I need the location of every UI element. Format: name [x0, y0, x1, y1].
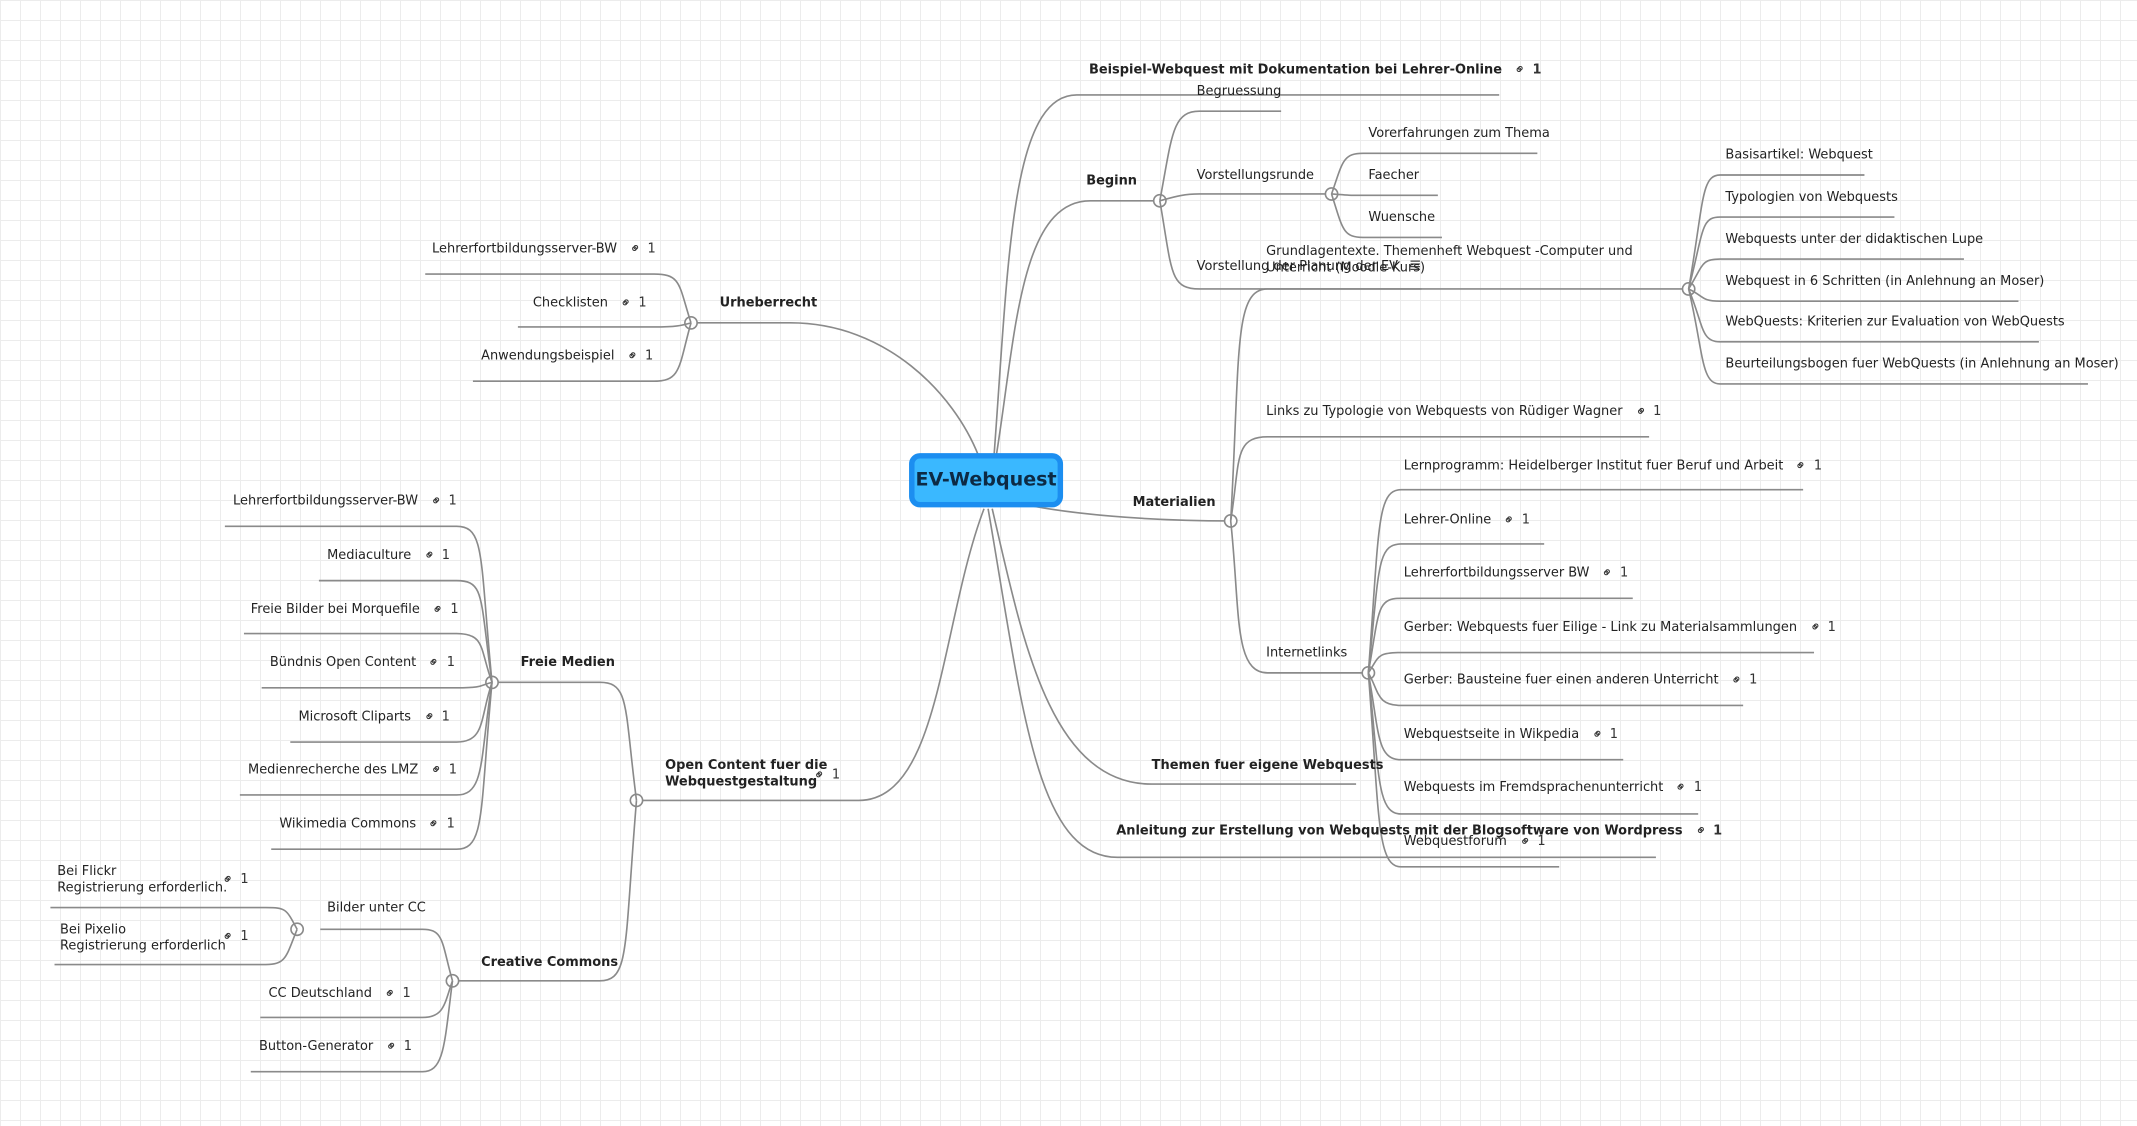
topic-flickr[interactable]: Bei Flickr Registrierung erforderlich. — [57, 864, 228, 896]
topic-wikimedia[interactable]: Wikimedia Commons⚭1 — [279, 815, 455, 834]
topic-faecher[interactable]: Faecher — [1368, 168, 1420, 184]
topic-materialien[interactable]: Materialien — [1132, 495, 1216, 511]
link-icon[interactable]: ⚭1 — [420, 707, 450, 727]
topic-urheberrecht[interactable]: Urheberrecht — [719, 295, 818, 311]
link-icon[interactable]: ⚭1 — [1599, 564, 1629, 583]
link-icon[interactable]: ⚭1 — [381, 984, 411, 1004]
topic-fremdsprachen[interactable]: Webquests im Fremdsprachenunterricht⚭1 — [1403, 778, 1703, 798]
link-icon[interactable]: ⚭1 — [626, 239, 656, 259]
topic-fm-lfs-bw[interactable]: Lehrerfortbildungsserver-BW⚭1 — [233, 492, 457, 511]
topic-begruessung[interactable]: Begruessung — [1196, 84, 1282, 100]
topic-pixelio[interactable]: Bei Pixelio Registrierung erforderlich — [59, 922, 226, 954]
topic-internetlinks[interactable]: Internetlinks — [1266, 645, 1348, 661]
topic-anwendungsbeispiel[interactable]: Anwendungsbeispiel⚭1 — [481, 347, 654, 366]
topic-beurteilungsbogen[interactable]: Beurteilungsbogen fuer WebQuests (in Anl… — [1725, 356, 2119, 372]
link-icon[interactable]: ⚭1 — [1692, 821, 1723, 841]
link-icon[interactable]: ⚭1 — [425, 653, 455, 673]
topic-links-typologie[interactable]: Links zu Typologie von Webquests von Rüd… — [1266, 402, 1662, 422]
link-icon[interactable]: ⚭1 — [1792, 456, 1823, 476]
topic-microsoft-cliparts[interactable]: Microsoft Cliparts⚭1 — [298, 707, 450, 727]
topic-creative-commons[interactable]: Creative Commons — [481, 955, 619, 970]
link-icon[interactable]: ⚭1 — [1806, 618, 1836, 637]
link-icon[interactable]: ⚭1 — [1511, 60, 1542, 80]
topic-freie-medien[interactable]: Freie Medien — [520, 655, 615, 671]
topic-kriterien[interactable]: WebQuests: Kriterien zur Evaluation von … — [1725, 314, 2065, 330]
central-topic[interactable]: EV-Webquest — [909, 453, 1064, 508]
topic-morquefile[interactable]: Freie Bilder bei Morquefile⚭1 — [250, 600, 459, 620]
link-icon[interactable]: ⚭1 — [1728, 671, 1758, 690]
topic-open-content[interactable]: Open Content fuer die Webquestgestaltung — [665, 758, 828, 790]
topic-themen[interactable]: Themen fuer eigene Webquests — [1151, 758, 1384, 774]
topic-vorstellungsrunde[interactable]: Vorstellungsrunde — [1196, 168, 1315, 184]
topic-typologien[interactable]: Typologien von Webquests — [1725, 189, 1898, 205]
link-icon[interactable]: ⚭1 — [1500, 511, 1531, 530]
topic-grundlagentexte[interactable]: Grundlagentexte. Themenheft Webquest -Co… — [1266, 244, 1633, 276]
link-icon[interactable]: ⚭1 — [1588, 725, 1618, 745]
topic-anleitung-wordpress[interactable]: Anleitung zur Erstellung von Webquests m… — [1116, 821, 1723, 841]
topic-vorerfahrungen[interactable]: Vorerfahrungen zum Thema — [1368, 126, 1550, 142]
link-icon[interactable]: ⚭1 — [382, 1037, 412, 1057]
topic-lehrer-online[interactable]: Lehrer-Online⚭1 — [1403, 511, 1531, 530]
topic-beginn[interactable]: Beginn — [1086, 173, 1138, 189]
link-icon[interactable]: ⚭1 — [427, 492, 457, 511]
link-icon[interactable]: ⚭1 — [617, 294, 647, 313]
topic-vorstellung-planung[interactable]: Vorstellung der Planung der EV≣ — [1196, 256, 1422, 275]
link-icon[interactable]: ⚭1 — [427, 760, 457, 780]
link-icon[interactable]: ⚭1 — [1632, 402, 1662, 422]
topic-button-generator[interactable]: Button-Generator⚭1 — [258, 1037, 412, 1057]
topic-6-schritten[interactable]: Webquest in 6 Schritten (in Anlehnung an… — [1725, 274, 2045, 289]
link-icon[interactable]: ⚭1 — [420, 546, 450, 566]
topic-buendnis[interactable]: Bündnis Open Content⚭1 — [269, 653, 455, 673]
topic-gerber-eilige[interactable]: Gerber: Webquests fuer Eilige - Link zu … — [1403, 618, 1836, 637]
topic-lernprogramm[interactable]: Lernprogramm: Heidelberger Institut fuer… — [1403, 456, 1823, 476]
topic-cc-deutschland[interactable]: CC Deutschland⚭1 — [268, 984, 411, 1004]
topic-didaktische-lupe[interactable]: Webquests unter der didaktischen Lupe — [1725, 231, 1984, 247]
topic-wuensche[interactable]: Wuensche — [1368, 210, 1436, 226]
topic-gerber-bausteine[interactable]: Gerber: Bausteine fuer einen anderen Unt… — [1403, 671, 1758, 690]
topic-beispiel-webquest[interactable]: Beispiel-Webquest mit Dokumentation bei … — [1088, 60, 1542, 80]
link-icon[interactable]: ⚭1 — [810, 766, 841, 785]
link-icon[interactable]: ⚭1 — [219, 927, 249, 947]
topic-medienrecherche[interactable]: Medienrecherche des LMZ⚭1 — [248, 760, 457, 780]
notes-icon[interactable]: ≣ — [1408, 256, 1422, 275]
topic-bilder-cc[interactable]: Bilder unter CC — [327, 900, 426, 916]
topic-webquestforum[interactable]: Webquestforum⚭1 — [1403, 832, 1546, 852]
link-icon[interactable]: ⚭1 — [425, 815, 455, 834]
link-icon[interactable]: ⚭1 — [429, 600, 459, 620]
link-icon[interactable]: ⚭1 — [1516, 832, 1546, 852]
topic-urh-lfs-bw[interactable]: Lehrerfortbildungsserver-BW⚭1 — [432, 239, 656, 259]
topic-mediaculture[interactable]: Mediaculture⚭1 — [327, 546, 450, 566]
link-icon[interactable]: ⚭1 — [1672, 778, 1703, 798]
topic-checklisten[interactable]: Checklisten⚭1 — [532, 294, 647, 313]
topic-wikipedia[interactable]: Webquestseite in Wikpedia⚭1 — [1403, 725, 1618, 745]
topic-basisartikel[interactable]: Basisartikel: Webquest — [1725, 147, 1873, 163]
topic-lehrerfortbildungsserver-bw[interactable]: Lehrerfortbildungsserver BW⚭1 — [1403, 564, 1629, 583]
link-icon[interactable]: ⚭1 — [623, 347, 654, 366]
link-icon[interactable]: ⚭1 — [219, 870, 249, 890]
